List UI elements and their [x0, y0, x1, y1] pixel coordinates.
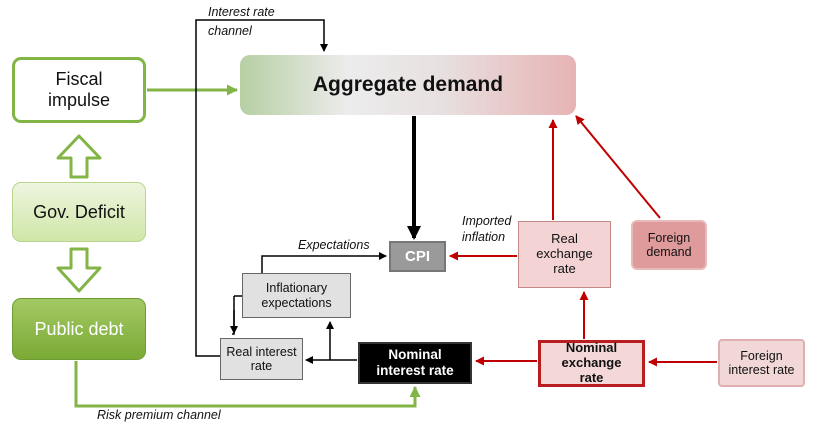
arrow-deficit-to-fiscal	[56, 134, 102, 179]
real-interest-rate-label: Real interest rate	[226, 344, 297, 373]
fiscal-impulse-node: Fiscal impulse	[12, 57, 146, 123]
gov-deficit-node: Gov. Deficit	[12, 182, 146, 242]
public-debt-node: Public debt	[12, 298, 146, 360]
foreign-demand-node: Foreign demand	[631, 220, 707, 270]
inflationary-expectations-node: Inflationary expectations	[242, 273, 351, 318]
gov-deficit-label: Gov. Deficit	[33, 201, 125, 222]
cpi-label: CPI	[404, 247, 430, 265]
arrow-interest-rate-channel	[195, 19, 328, 357]
aggregate-demand-node: Aggregate demand	[240, 55, 576, 115]
real-exchange-rate-label: Real exchange rate	[536, 231, 593, 276]
aggregate-demand-label: Aggregate demand	[312, 72, 504, 96]
real-interest-rate-node: Real interest rate	[220, 338, 303, 380]
arrow-deficit-to-debt	[56, 247, 102, 293]
nominal-exchange-rate-label: Nominal exchange rate	[561, 340, 622, 385]
nominal-interest-rate-node: Nominal interest rate	[358, 342, 472, 384]
arrow-infl-to-rir	[232, 295, 242, 335]
interest-rate-channel-label: Interest rate channel	[208, 5, 275, 38]
public-debt-label: Public debt	[34, 318, 124, 339]
cpi-node: CPI	[389, 241, 446, 272]
fiscal-impulse-label: Fiscal impulse	[47, 69, 111, 110]
risk-premium-channel-label: Risk premium channel	[97, 408, 221, 422]
foreign-interest-rate-node: Foreign interest rate	[718, 339, 805, 387]
nominal-exchange-rate-node: Nominal exchange rate	[538, 340, 645, 387]
inflationary-expectations-label: Inflationary expectations	[261, 281, 332, 310]
foreign-interest-rate-label: Foreign interest rate	[728, 348, 795, 377]
imported-inflation-label: Imported inflation	[462, 214, 512, 244]
nominal-interest-rate-label: Nominal interest rate	[376, 347, 454, 378]
arrow-risk-premium	[74, 361, 421, 408]
real-exchange-rate-node: Real exchange rate	[518, 221, 611, 288]
foreign-demand-label: Foreign demand	[646, 230, 692, 259]
arrow-expectations	[261, 252, 387, 273]
expectations-label: Expectations	[298, 238, 370, 252]
arrow-fd-to-ad	[575, 115, 661, 219]
